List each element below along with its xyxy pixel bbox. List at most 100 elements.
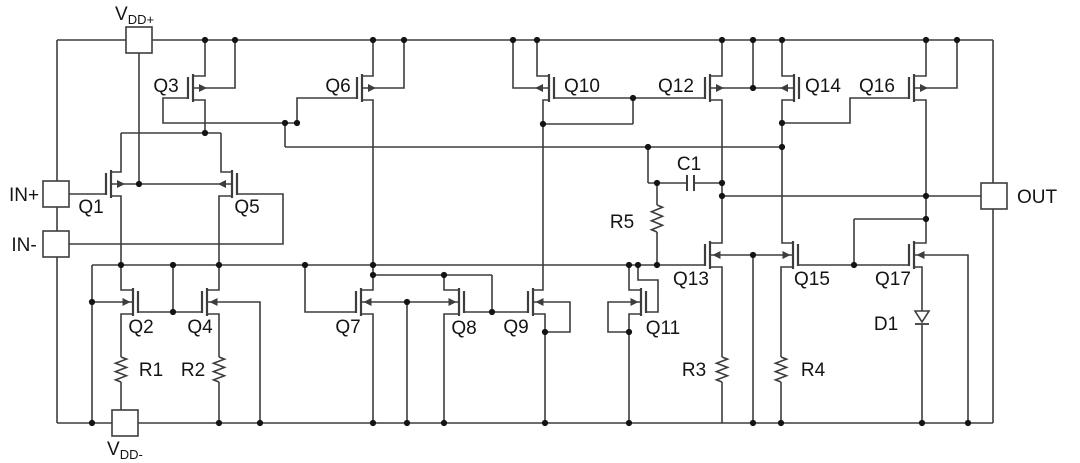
resistor-R4 (773, 356, 789, 383)
resistor-zigzag (714, 356, 730, 383)
resistor-R5 (649, 204, 665, 233)
transistor-Q4 (200, 288, 218, 316)
junction-dot (403, 419, 411, 427)
wire (193, 99, 206, 133)
mosfet-bulk-arrow-icon (780, 84, 788, 92)
label-Q15: Q15 (794, 269, 830, 290)
junction-dot (625, 328, 633, 336)
capacitor-C1 (686, 175, 695, 191)
junction-dot (634, 261, 642, 269)
label-Q12: Q12 (658, 76, 694, 97)
terminal-box-vdd-minus (111, 409, 139, 437)
junction-dot (440, 271, 448, 279)
junction-dot (778, 119, 786, 127)
wire (536, 40, 549, 77)
transistor-Q16 (907, 74, 928, 102)
wire (782, 97, 909, 124)
junction-dot (400, 36, 408, 44)
resistor-zigzag (113, 356, 129, 383)
label-Q2: Q2 (128, 317, 153, 338)
label-Q9: Q9 (503, 317, 528, 338)
junction-dot (653, 179, 661, 187)
transistor-Q12 (703, 74, 724, 102)
junction-dot (539, 120, 547, 128)
wire (533, 99, 549, 291)
wire (304, 265, 356, 313)
mosfet-bulk-arrow-icon (218, 180, 226, 188)
wire (193, 40, 206, 77)
junction-dot (88, 298, 96, 306)
wire (362, 40, 405, 89)
junction-dot (778, 143, 786, 151)
mosfet-bulk-arrow-icon (122, 298, 131, 306)
wire (120, 313, 133, 357)
wire (220, 133, 232, 173)
diode-triangle (913, 310, 931, 324)
wire (512, 40, 549, 89)
mosfet-bulk-arrow-icon (535, 298, 544, 306)
resistor-R3 (714, 356, 730, 383)
junction-dot (403, 298, 411, 306)
wire (207, 301, 261, 423)
junction-dot (293, 119, 301, 127)
wire (914, 254, 969, 423)
junction-dot (301, 261, 309, 269)
junction-dot (629, 94, 637, 102)
transistor-Q10 (535, 74, 556, 102)
wire (207, 195, 232, 291)
terminal-label-vdd-plus: VDD+ (115, 4, 154, 27)
junction-dot (749, 251, 757, 259)
junction-dot (281, 119, 289, 127)
wire (710, 99, 723, 244)
wire (781, 40, 794, 77)
mosfet-bulk-arrow-icon (782, 251, 791, 259)
label-Q6: Q6 (325, 76, 350, 97)
transistor-Q1 (104, 170, 125, 198)
terminal-label-out: OUT (1017, 187, 1058, 208)
junction-dot (169, 308, 177, 316)
junction-dot (922, 215, 930, 223)
wire (533, 313, 546, 423)
wire (637, 265, 659, 313)
label-Q4: Q4 (187, 317, 213, 338)
transistor-Q5 (218, 170, 239, 198)
wire (443, 313, 459, 423)
resistor-R2 (211, 356, 227, 383)
wire (193, 40, 236, 89)
junction-dot (135, 180, 143, 188)
junction-dot (88, 419, 96, 427)
terminal-label-in-plus: IN+ (9, 185, 39, 206)
label-R3: R3 (682, 360, 706, 381)
wire (111, 133, 122, 173)
junction-dot (201, 36, 209, 44)
junction-dot (541, 328, 549, 336)
junction-dot (169, 261, 177, 269)
label-Q10: Q10 (564, 76, 600, 97)
junction-dot (718, 192, 726, 200)
label-C1: C1 (677, 154, 701, 175)
resistor-R1 (113, 356, 129, 383)
junction-dot (369, 271, 377, 279)
junction-dot (256, 419, 264, 427)
transistor-Q14 (780, 74, 801, 102)
junction-dot (541, 419, 549, 427)
wire (710, 266, 723, 357)
transistor-Q11 (630, 288, 648, 316)
terminal-box-in-plus (42, 180, 70, 208)
junction-dot (749, 84, 757, 92)
mosfet-bulk-arrow-icon (712, 251, 721, 259)
label-Q3: Q3 (153, 76, 178, 97)
label-Q17: Q17 (875, 269, 911, 290)
mosfet-bulk-arrow-icon (117, 180, 125, 188)
label-R1: R1 (139, 360, 163, 381)
mosfet-bulk-arrow-icon (209, 298, 218, 306)
wire (443, 275, 459, 291)
wire (607, 301, 641, 333)
terminal-box-out (980, 182, 1008, 210)
terminal-box-vdd-plus (125, 26, 153, 54)
resistor-zigzag (773, 356, 789, 383)
junction-dot (231, 36, 239, 44)
junction-dot (653, 261, 661, 269)
junction-dot (369, 36, 377, 44)
label-R5: R5 (610, 212, 634, 233)
